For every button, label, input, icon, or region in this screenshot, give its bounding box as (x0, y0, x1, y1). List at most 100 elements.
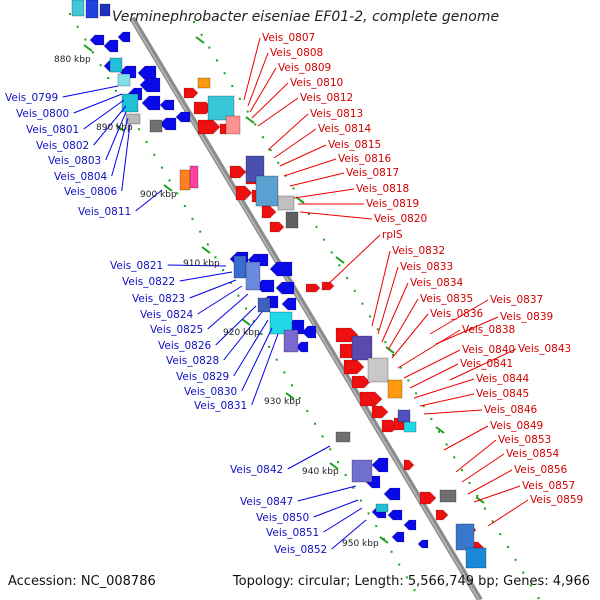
right-scale-dot (445, 443, 448, 446)
right-strand-gene-arrow (343, 359, 365, 375)
left-gene-label: Veis_0824 (140, 309, 194, 321)
scale-tick-mark (329, 462, 339, 470)
left-scale-dot (206, 243, 209, 246)
scale-tick-label: 930 kbp (264, 397, 301, 407)
right-scale-dot (415, 392, 418, 395)
left-gene-leader (215, 305, 257, 346)
left-scale-dot (260, 333, 263, 336)
right-gene-label: Veis_0856 (514, 464, 568, 476)
right-gene-label: Veis_0835 (420, 293, 473, 305)
scale-tick-label: 900 kbp (140, 190, 177, 200)
right-gene-leader (321, 234, 381, 291)
left-gene-leader (121, 123, 131, 192)
feature-block (179, 169, 191, 191)
right-gene-label: Veis_0816 (338, 153, 392, 165)
left-scale-dot (160, 166, 163, 169)
left-scale-dot (191, 217, 194, 220)
left-gene-leader (179, 271, 233, 282)
right-gene-label: Veis_0818 (356, 183, 409, 195)
right-scale-dot (223, 72, 226, 75)
left-gene-label: Veis_0831 (194, 400, 247, 412)
left-strand-gene-arrow (137, 65, 157, 81)
right-gene-label: Veis_0841 (460, 358, 513, 370)
feature-block (85, 0, 99, 19)
right-gene-label: Veis_0838 (462, 324, 515, 336)
right-gene-leader (299, 211, 373, 220)
left-strand-gene-arrow (103, 39, 119, 53)
right-gene-leader (467, 469, 513, 495)
left-scale-dot (413, 589, 416, 592)
right-gene-label: Veis_0814 (318, 123, 372, 135)
left-scale-dot (390, 550, 393, 553)
right-gene-label: Veis_0859 (530, 494, 583, 506)
left-gene-label: Veis_0803 (48, 155, 101, 167)
left-gene-label: Veis_0851 (266, 527, 319, 539)
left-scale-dot (352, 486, 355, 489)
feature-block (149, 119, 163, 133)
right-gene-label: rplS (382, 229, 403, 241)
right-gene-leader (279, 144, 327, 167)
feature-block (117, 73, 131, 87)
feature-block (351, 335, 373, 361)
right-scale-dot (537, 597, 540, 600)
right-gene-label: Veis_0809 (278, 62, 331, 74)
left-strand-gene-arrow (269, 261, 293, 277)
feature-block (121, 93, 139, 113)
left-gene-label: Veis_0826 (158, 340, 212, 352)
right-scale-dot (353, 289, 356, 292)
feature-block (245, 261, 261, 291)
left-gene-leader (207, 293, 249, 330)
right-gene-leader (267, 113, 309, 151)
left-scale-dot (283, 371, 286, 374)
right-scale-dot (453, 456, 456, 459)
right-scale-dot (215, 59, 218, 62)
left-gene-leader (313, 499, 359, 518)
left-strand-gene-arrow (159, 117, 177, 131)
left-gene-leader (197, 285, 243, 315)
left-strand-gene-arrow (159, 99, 175, 111)
scale-tick-mark (115, 124, 125, 132)
right-scale-dot (200, 33, 203, 36)
right-scale-dot (246, 110, 249, 113)
left-scale-dot (76, 25, 79, 28)
feature-block (255, 175, 279, 207)
right-gene-leader (455, 439, 497, 473)
right-scale-dot (476, 494, 479, 497)
feature-block (197, 77, 211, 89)
left-gene-leader (287, 445, 331, 470)
scale-tick-mark (201, 246, 211, 254)
right-strand-gene-arrow (435, 509, 449, 521)
scale-tick-mark (385, 346, 395, 354)
right-gene-leader (397, 329, 461, 369)
right-gene-leader (461, 453, 505, 483)
feature-block (245, 155, 265, 183)
right-gene-label: Veis_0845 (476, 388, 529, 400)
left-scale-dot (321, 435, 324, 438)
right-gene-label: Veis_0817 (346, 167, 399, 179)
left-scale-dot (229, 281, 232, 284)
left-gene-leader (167, 264, 227, 267)
right-scale-dot (529, 584, 532, 587)
map-title: Verminephrobacter eiseniae EF01-2, compl… (112, 9, 500, 25)
right-gene-leader (257, 97, 299, 127)
left-gene-label: Veis_0806 (64, 186, 118, 198)
feature-block (125, 113, 141, 125)
right-gene-leader (391, 313, 429, 359)
right-scale-dot (376, 328, 379, 331)
left-scale-dot (84, 38, 87, 41)
left-gene-label: Veis_0842 (230, 464, 283, 476)
left-strand-gene-arrow (295, 341, 309, 353)
right-scale-dot (307, 213, 310, 216)
left-strand-gene-arrow (371, 457, 389, 473)
right-gene-leader (413, 378, 475, 399)
scale-tick-mark (335, 256, 345, 264)
left-scale-dot (313, 422, 316, 425)
right-gene-leader (249, 67, 277, 113)
right-gene-leader (289, 172, 345, 187)
left-gene-label: Veis_0822 (122, 276, 175, 288)
left-gene-label: Veis_0847 (240, 496, 293, 508)
right-scale-dot (330, 251, 333, 254)
right-gene-label: Veis_0836 (430, 308, 484, 320)
left-scale-dot (245, 307, 248, 310)
left-gene-leader (93, 105, 127, 146)
